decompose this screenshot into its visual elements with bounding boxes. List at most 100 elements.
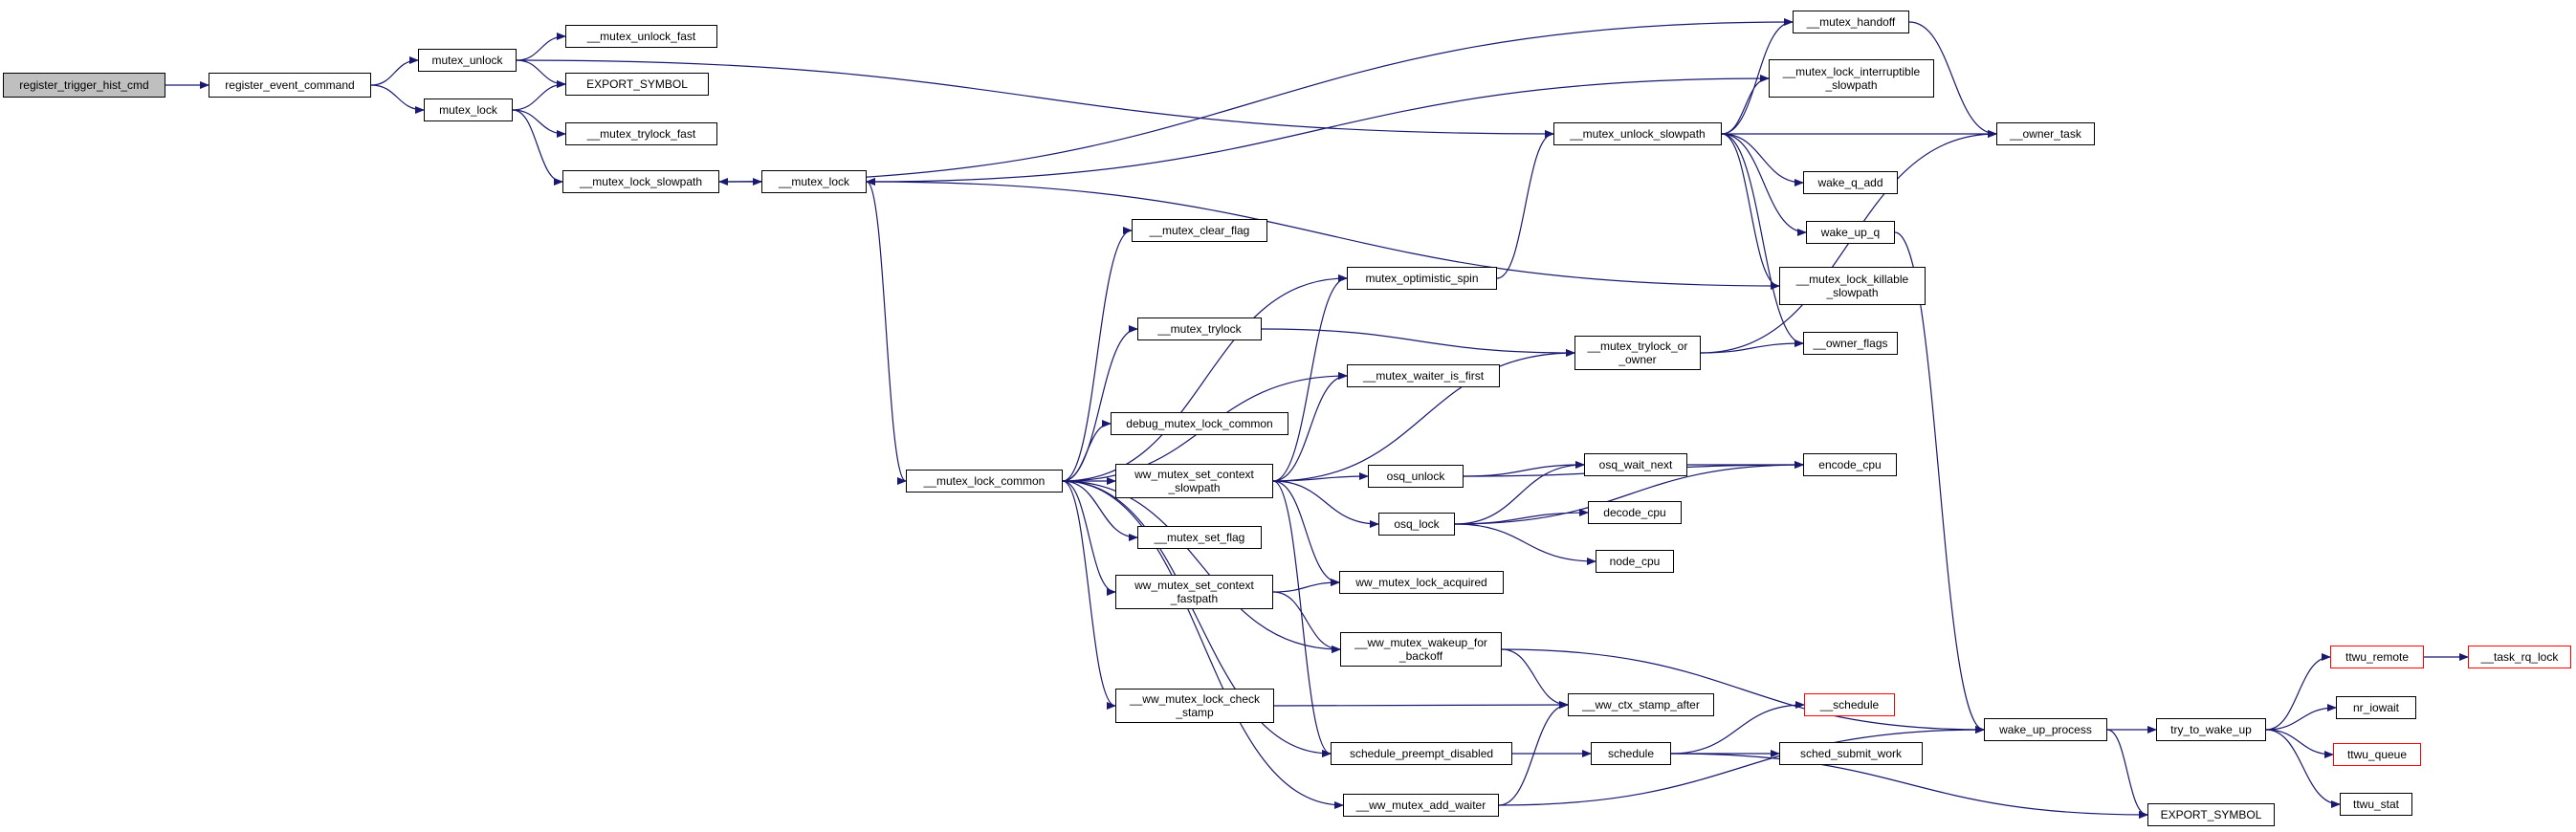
edge-ww-mutex-lock-check-stamp-to-ww-ctx-stamp-after [1273, 701, 1569, 710]
edge-mutex-lock-common-to-debug-mutex-lock-common [1062, 420, 1112, 482]
edge-ww-mutex-set-context-slowpath-to-ww-mutex-lock-acquired [1272, 480, 1340, 586]
edge-mutex-lock-common-to-mutex-optimistic-spin [1062, 274, 1348, 482]
edge-mutex-lock-common-to-mutex-clear-flag [1062, 227, 1133, 482]
edge-mutex-unlock-to-export-symbol-top [516, 59, 566, 88]
node-wake-q-add[interactable]: wake_q_add [1803, 171, 1898, 194]
node-wake-up-q[interactable]: wake_up_q [1806, 221, 1895, 244]
edge-ww-mutex-set-context-slowpath-to-mutex-waiter-is-first [1272, 372, 1348, 482]
node-mutex-unlock[interactable]: mutex_unlock [418, 49, 517, 72]
edge-osq-lock-to-node-cpu [1454, 523, 1596, 565]
edge-mutex-lock-common-to-ww-mutex-lock-check-stamp [1062, 480, 1116, 710]
edge-schedule-to-schedule-func [1670, 701, 1805, 755]
edge-mutex-unlock-slowpath-to-mutex-lock-interruptible-slowpath [1721, 75, 1770, 135]
node-ttwu-remote[interactable]: ttwu_remote [2330, 646, 2424, 668]
node-ww-mutex-wakeup-for-backoff[interactable]: __ww_mutex_wakeup_for _backoff [1340, 632, 1502, 667]
node-wake-up-process[interactable]: wake_up_process [1984, 718, 2107, 741]
edge-try-to-wake-up-to-nr-iowait [2265, 704, 2337, 731]
node-ww-mutex-set-context-slowpath[interactable]: ww_mutex_set_context _slowpath [1115, 464, 1273, 498]
edge-try-to-wake-up-to-ttwu-stat [2265, 729, 2341, 808]
node-mutex-lock-slowpath[interactable]: __mutex_lock_slowpath [562, 170, 719, 193]
node-export-symbol-top[interactable]: EXPORT_SYMBOL [565, 73, 709, 96]
edge-ww-mutex-add-waiter-to-wake-up-process [1498, 726, 1985, 806]
node-sched-submit-work[interactable]: sched_submit_work [1779, 742, 1923, 765]
edge-mutex-lock-killable-slowpath-to-mutex-lock-inner [866, 178, 1780, 287]
node-register-trigger-hist-cmd[interactable]: register_trigger_hist_cmd [3, 73, 165, 98]
edge-ww-mutex-set-context-slowpath-to-osq-unlock [1272, 472, 1369, 482]
node-mutex-unlock-slowpath[interactable]: __mutex_unlock_slowpath [1553, 122, 1722, 145]
node-schedule-preempt-disabled[interactable]: schedule_preempt_disabled [1331, 742, 1512, 765]
edge-schedule-to-export-symbol-bottom [1670, 753, 2148, 819]
edge-wake-up-q-to-wake-up-process [1894, 231, 1985, 733]
edge-mutex-unlock-to-mutex-unlock-fast [516, 33, 566, 61]
node-osq-wait-next[interactable]: osq_wait_next [1584, 453, 1687, 476]
node-ww-mutex-lock-acquired[interactable]: ww_mutex_lock_acquired [1339, 571, 1504, 594]
node-owner-task[interactable]: __owner_task [1996, 122, 2095, 145]
node-nr-iowait[interactable]: nr_iowait [2336, 696, 2416, 719]
node-mutex-trylock[interactable]: __mutex_trylock [1137, 317, 1262, 340]
node-mutex-unlock-fast[interactable]: __mutex_unlock_fast [565, 25, 717, 48]
node-mutex-handoff[interactable]: __mutex_handoff [1793, 11, 1909, 33]
node-debug-mutex-lock-common[interactable]: debug_mutex_lock_common [1111, 412, 1288, 435]
edge-mutex-lock-common-to-schedule-preempt-disabled [1062, 480, 1332, 757]
node-schedule[interactable]: schedule [1591, 742, 1671, 765]
edge-mutex-lock-interruptible-slowpath-to-mutex-lock-inner [866, 77, 1770, 186]
edge-ww-mutex-set-context-slowpath-to-osq-lock [1272, 480, 1379, 528]
node-schedule-func[interactable]: __schedule [1804, 693, 1895, 716]
edge-mutex-trylock-to-mutex-trylock-or-owner [1261, 328, 1575, 357]
node-mutex-trylock-or-owner[interactable]: __mutex_trylock_or _owner [1574, 336, 1701, 370]
edge-mutex-lock-inner-to-mutex-lock-common [866, 181, 907, 485]
node-register-event-command[interactable]: register_event_command [209, 73, 371, 98]
node-export-symbol-bottom[interactable]: EXPORT_SYMBOL [2147, 803, 2275, 826]
node-osq-unlock[interactable]: osq_unlock [1368, 465, 1464, 488]
node-mutex-lock-killable-slowpath[interactable]: __mutex_lock_killable _slowpath [1779, 267, 1926, 305]
edge-try-to-wake-up-to-ttwu-queue [2265, 729, 2334, 758]
edge-mutex-optimistic-spin-to-mutex-unlock-slowpath [1496, 130, 1554, 279]
edge-osq-lock-to-osq-wait-next [1454, 461, 1585, 525]
node-task-rq-lock[interactable]: __task_rq_lock [2468, 646, 2571, 668]
edge-ww-mutex-add-waiter-to-ww-ctx-stamp-after [1498, 701, 1569, 806]
node-ww-mutex-set-context-fastpath[interactable]: ww_mutex_set_context _fastpath [1115, 575, 1273, 609]
node-ww-mutex-lock-check-stamp[interactable]: __ww_mutex_lock_check _stamp [1115, 689, 1274, 723]
edge-osq-lock-to-encode-cpu [1454, 461, 1804, 525]
node-ttwu-queue[interactable]: ttwu_queue [2333, 743, 2421, 766]
node-decode-cpu[interactable]: decode_cpu [1588, 501, 1682, 524]
node-mutex-clear-flag[interactable]: __mutex_clear_flag [1132, 219, 1267, 242]
node-ttwu-stat[interactable]: ttwu_stat [2340, 793, 2412, 816]
node-try-to-wake-up[interactable]: try_to_wake_up [2156, 718, 2266, 741]
edge-mutex-unlock-slowpath-to-wake-q-add [1721, 133, 1804, 186]
node-mutex-lock-common[interactable]: __mutex_lock_common [906, 470, 1063, 493]
node-ww-mutex-add-waiter[interactable]: __ww_mutex_add_waiter [1343, 794, 1499, 817]
edge-mutex-lock-common-to-mutex-set-flag [1062, 480, 1138, 541]
edge-mutex-lock-common-to-ww-mutex-add-waiter [1062, 480, 1344, 809]
edge-mutex-lock-to-mutex-lock-slowpath [512, 109, 563, 186]
node-mutex-lock[interactable]: mutex_lock [424, 99, 513, 121]
edge-wake-up-process-to-export-symbol-bottom [2106, 729, 2148, 819]
node-node-cpu[interactable]: node_cpu [1596, 550, 1674, 573]
edge-register-event-command-to-mutex-lock [370, 84, 425, 114]
edge-ww-mutex-wakeup-for-backoff-to-wake-up-process [1501, 648, 1985, 733]
edge-mutex-lock-to-export-symbol-top [512, 80, 566, 111]
node-mutex-lock-inner[interactable]: __mutex_lock [761, 170, 867, 193]
edge-ww-mutex-set-context-fastpath-to-ww-mutex-lock-acquired [1272, 579, 1340, 593]
node-mutex-optimistic-spin[interactable]: mutex_optimistic_spin [1347, 267, 1497, 290]
edge-mutex-unlock-slowpath-to-wake-up-q [1721, 133, 1807, 236]
edge-mutex-lock-common-to-ww-mutex-wakeup-for-backoff [1062, 480, 1341, 653]
node-osq-lock[interactable]: osq_lock [1378, 513, 1455, 536]
node-mutex-set-flag[interactable]: __mutex_set_flag [1137, 526, 1262, 549]
edge-ww-mutex-set-context-slowpath-to-mutex-trylock-or-owner [1272, 349, 1575, 482]
node-mutex-trylock-fast[interactable]: __mutex_trylock_fast [565, 122, 717, 145]
edge-ww-mutex-set-context-fastpath-to-ww-mutex-wakeup-for-backoff [1272, 591, 1341, 653]
node-ww-ctx-stamp-after[interactable]: __ww_ctx_stamp_after [1568, 693, 1714, 716]
node-mutex-lock-interruptible-slowpath[interactable]: __mutex_lock_interruptible _slowpath [1769, 59, 1934, 98]
node-encode-cpu[interactable]: encode_cpu [1803, 453, 1897, 476]
edge-try-to-wake-up-to-ttwu-remote [2265, 653, 2331, 731]
edge-mutex-lock-common-to-ww-mutex-set-context-fastpath [1062, 480, 1116, 596]
edge-register-event-command-to-mutex-unlock [370, 56, 419, 86]
node-owner-flags[interactable]: __owner_flags [1803, 332, 1898, 355]
edge-mutex-handoff-to-owner-task [1908, 21, 1997, 138]
node-mutex-waiter-is-first[interactable]: __mutex_waiter_is_first [1347, 364, 1500, 387]
edge-mutex-unlock-slowpath-to-owner-flags [1721, 133, 1804, 347]
edge-ww-mutex-set-context-slowpath-to-mutex-optimistic-spin [1272, 274, 1348, 482]
edge-mutex-unlock-slowpath-to-mutex-lock-killable-slowpath [1721, 133, 1780, 290]
